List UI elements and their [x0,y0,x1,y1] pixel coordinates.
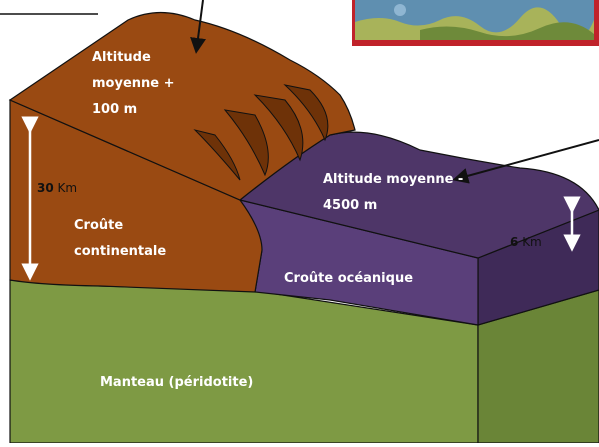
oceanic-thickness-label: 6 Km [510,235,542,249]
continental-thickness-label: 30 Km [37,181,77,195]
label-altitude-continent: Altitude moyenne + 100 m [92,45,175,123]
label-altitude-ocean: Altitude moyenne - 4500 m [323,167,463,219]
label-oceanic-crust: Croûte océanique [284,266,413,292]
inset-photo [352,0,599,46]
label-mantle: Manteau (péridotite) [100,370,253,396]
label-continental-crust: Croûte continentale [74,213,166,265]
